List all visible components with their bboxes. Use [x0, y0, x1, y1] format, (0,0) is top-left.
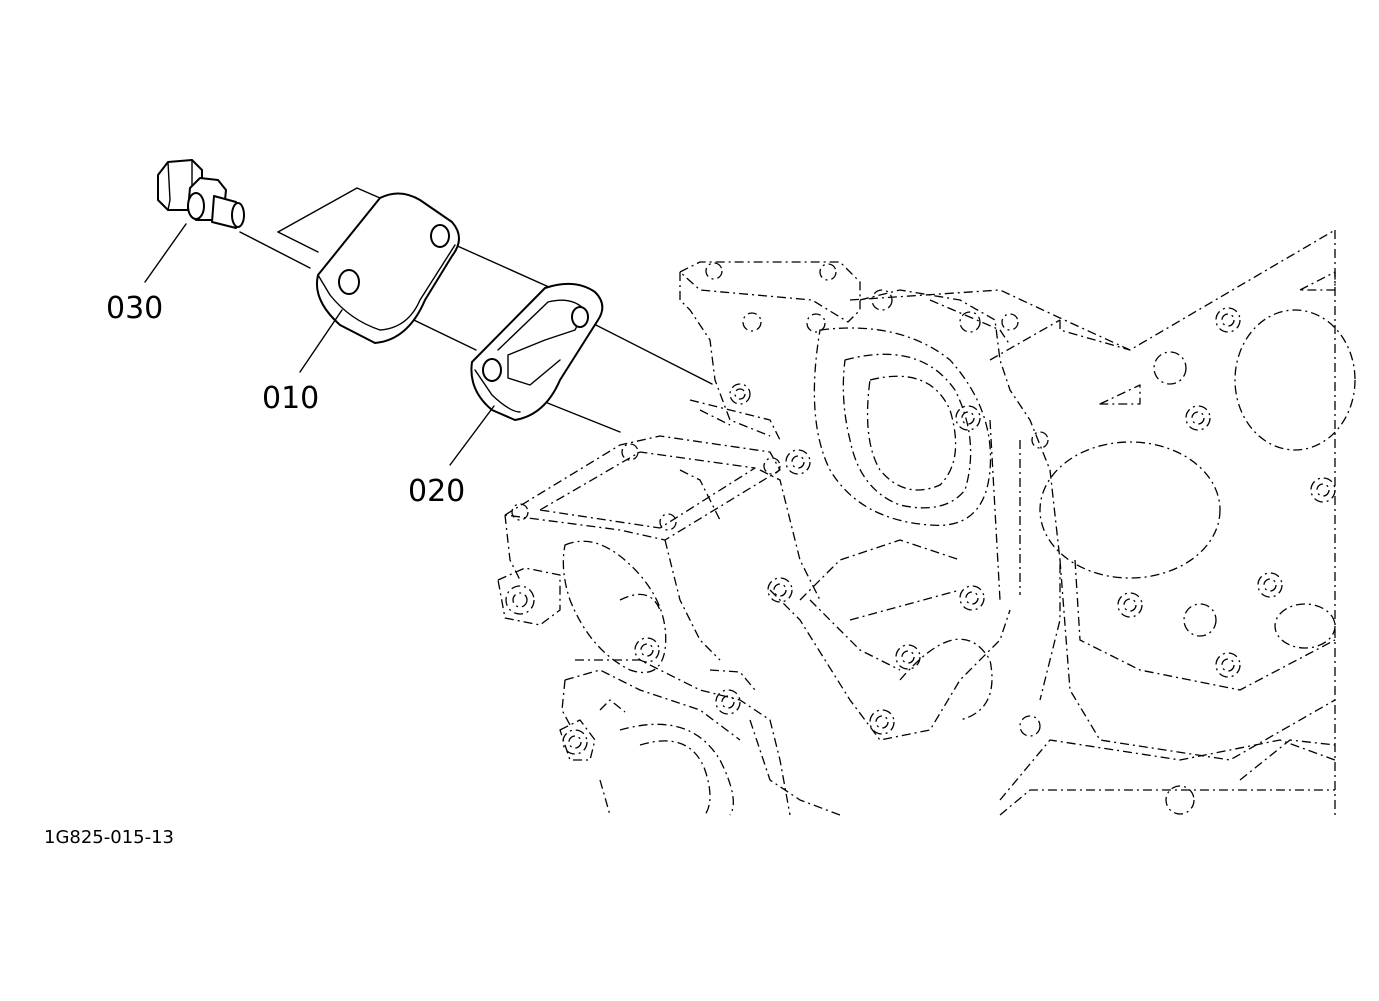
drawing-id-label: 1G825-015-13 — [44, 827, 174, 848]
gasket-part — [470, 282, 604, 421]
leader-030 — [144, 223, 187, 283]
leader-020 — [449, 405, 495, 466]
callout-010: 010 — [262, 381, 319, 416]
callout-020: 020 — [408, 474, 465, 509]
leader-010 — [299, 309, 343, 373]
cover-plate-part — [316, 192, 460, 344]
engine-block — [497, 229, 1356, 816]
callout-leaders — [144, 223, 495, 466]
bolt-part — [157, 159, 245, 229]
callout-030: 030 — [106, 291, 163, 326]
